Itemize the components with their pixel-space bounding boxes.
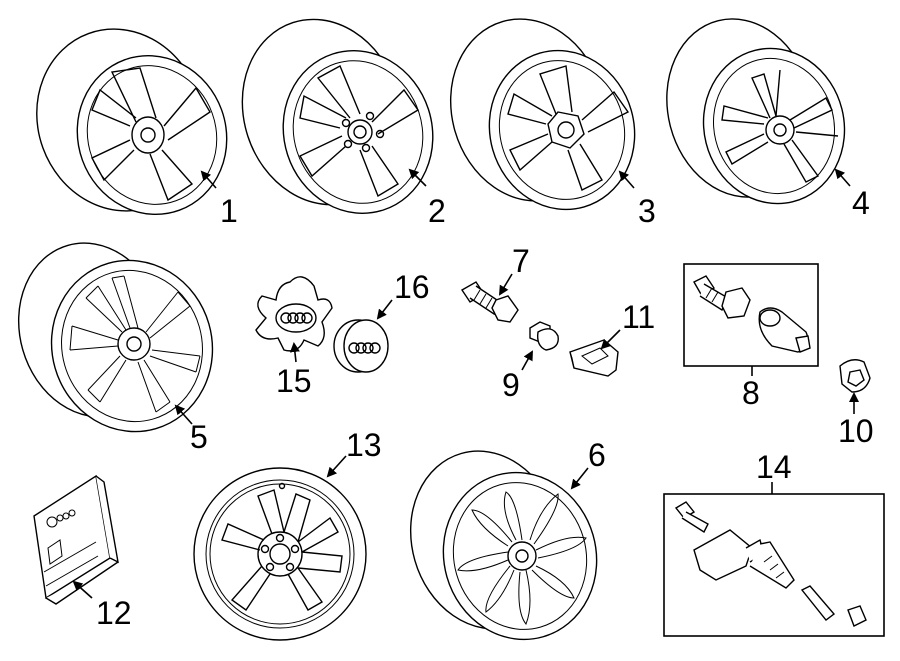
callout-4: 4 <box>834 168 870 221</box>
emblem-cap-16[interactable] <box>333 319 389 373</box>
callout-1-label: 1 <box>220 193 238 229</box>
callout-13: 13 <box>326 427 382 478</box>
tpms-sensor-kit-14[interactable] <box>663 493 885 637</box>
callout-16-label: 16 <box>394 269 430 305</box>
callout-11: 11 <box>600 299 655 350</box>
callout-13-label: 13 <box>346 427 382 463</box>
callout-14: 14 <box>756 449 792 494</box>
callout-15-label: 15 <box>276 363 312 399</box>
removal-clip-11[interactable] <box>569 339 619 377</box>
wheel-13[interactable] <box>193 467 367 641</box>
callout-9: 9 <box>502 350 533 403</box>
callout-7: 7 <box>498 243 530 296</box>
callout-8: 8 <box>742 366 760 411</box>
callout-5-label: 5 <box>190 419 208 455</box>
callout-12-label: 12 <box>96 595 132 631</box>
callout-3-label: 3 <box>638 193 656 229</box>
callout-1: 1 <box>200 170 238 229</box>
wheel-2[interactable] <box>219 0 454 233</box>
wheel-1[interactable] <box>11 6 248 236</box>
callout-7-label: 7 <box>512 243 530 279</box>
lock-nut-10[interactable] <box>839 359 871 393</box>
center-cap-15[interactable] <box>255 276 333 352</box>
wheel-lock-kit-8[interactable] <box>683 263 819 367</box>
wheel-5[interactable] <box>0 226 233 451</box>
callout-6: 6 <box>570 437 606 490</box>
callout-4-label: 4 <box>852 185 870 221</box>
callout-10: 10 <box>838 392 874 449</box>
callout-8-label: 8 <box>742 375 760 411</box>
lug-nut-9[interactable] <box>529 321 559 351</box>
callout-12: 12 <box>72 580 132 631</box>
callout-15: 15 <box>276 342 312 399</box>
wheel-bolt-7[interactable] <box>461 281 519 323</box>
wheel-6[interactable] <box>390 433 616 658</box>
callout-2: 2 <box>408 168 446 229</box>
wheel-4[interactable] <box>648 3 860 218</box>
callout-16: 16 <box>376 269 430 320</box>
wheel-3[interactable] <box>430 1 654 227</box>
callout-3: 3 <box>618 170 656 229</box>
callout-14-label: 14 <box>756 449 792 485</box>
callout-2-label: 2 <box>428 193 446 229</box>
callout-6-label: 6 <box>588 437 606 473</box>
callout-5: 5 <box>174 404 208 455</box>
callout-11-label: 11 <box>622 299 655 335</box>
callout-9-label: 9 <box>502 367 520 403</box>
callout-10-label: 10 <box>838 413 874 449</box>
